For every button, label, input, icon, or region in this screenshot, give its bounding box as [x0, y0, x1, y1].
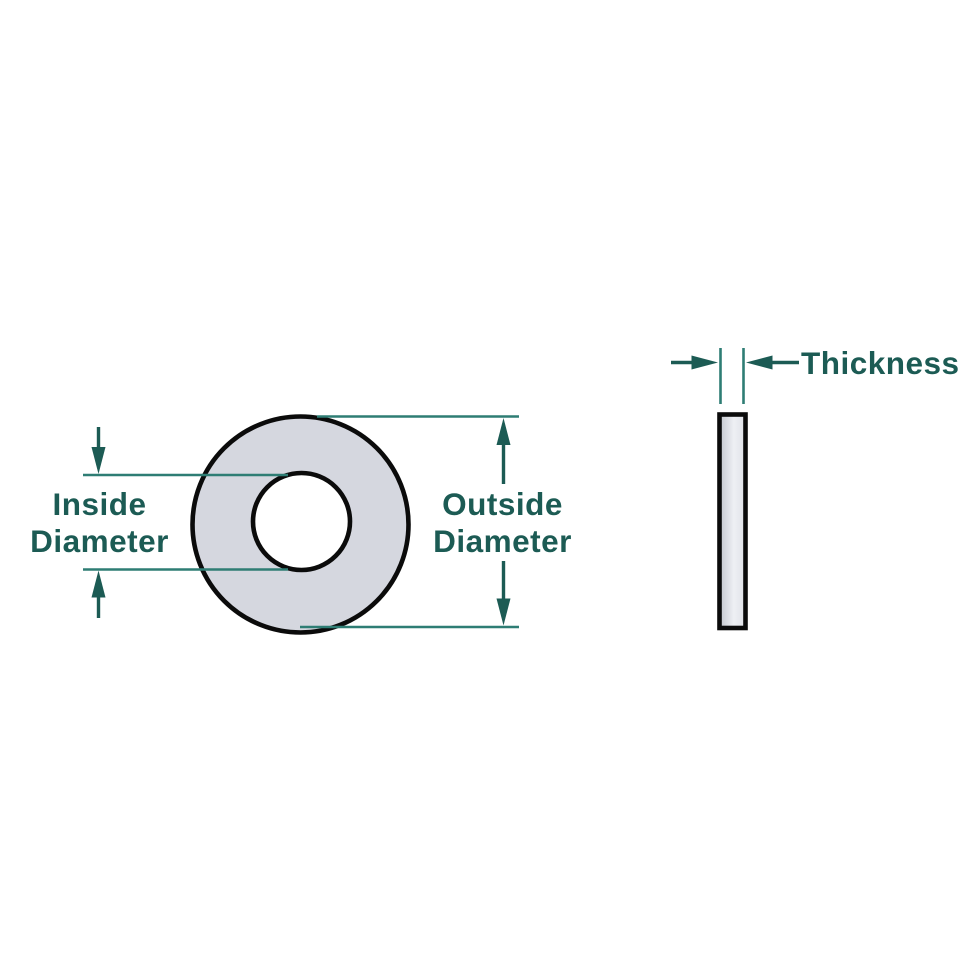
washer-side-view	[717, 412, 748, 631]
washer-edge-rect	[717, 412, 748, 631]
inside-diameter-dimension: Inside Diameter	[30, 427, 288, 618]
outside-diameter-label-line1: Outside	[442, 486, 563, 522]
washer-front-view	[190, 414, 411, 635]
outside-diameter-bottom-arrowhead-icon	[496, 598, 511, 626]
outside-diameter-label-line2: Diameter	[433, 523, 572, 559]
thickness-right-arrowhead-icon	[746, 355, 773, 370]
inside-diameter-bottom-arrowhead-icon	[91, 570, 106, 598]
thickness-label: Thickness	[801, 345, 960, 381]
outside-diameter-dimension: Outside Diameter	[300, 415, 572, 629]
outside-diameter-top-arrowhead-icon	[496, 418, 511, 445]
inside-diameter-label-line2: Diameter	[30, 523, 169, 559]
washer-inner-hole	[250, 470, 353, 573]
thickness-left-arrowhead-icon	[691, 355, 718, 370]
thickness-dimension: Thickness	[671, 345, 960, 404]
inside-diameter-label-line1: Inside	[52, 486, 146, 522]
inside-diameter-top-arrowhead-icon	[91, 447, 106, 474]
